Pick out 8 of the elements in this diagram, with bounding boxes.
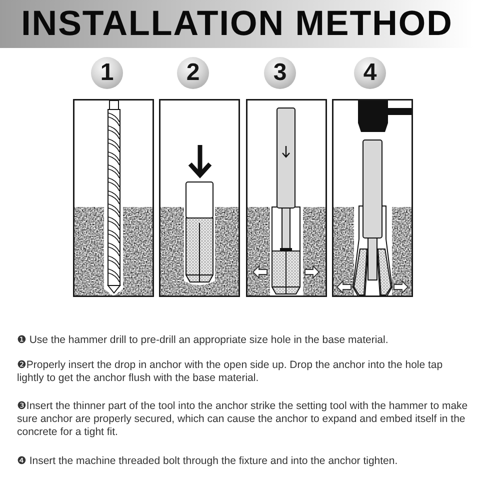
instruction-text: ❹ Insert the machine threaded bolt through the fixture and into the anchor tighten.: [17, 455, 399, 468]
step-number: 2: [177, 57, 209, 89]
instruction-text: ❷Properly insert the drop in anchor with the open side up. Drop the anchor into the hole tap lightly to get the anchor flush with the base material.: [17, 359, 444, 385]
step-number: 1: [91, 57, 123, 89]
step-number: 4: [354, 57, 386, 89]
step-number: 3: [264, 57, 296, 89]
instruction-text: ❶ Use the hammer drill to pre-drill an appropriate size hole in the base material.: [17, 334, 390, 347]
instruction-text: ❸Insert the thinner part of the tool into the anchor strike the setting tool with the hammer to make sure anchor are properly secured, which can cause the anchor to expand and embed itself in the concrete for a tight fit.: [17, 400, 469, 439]
